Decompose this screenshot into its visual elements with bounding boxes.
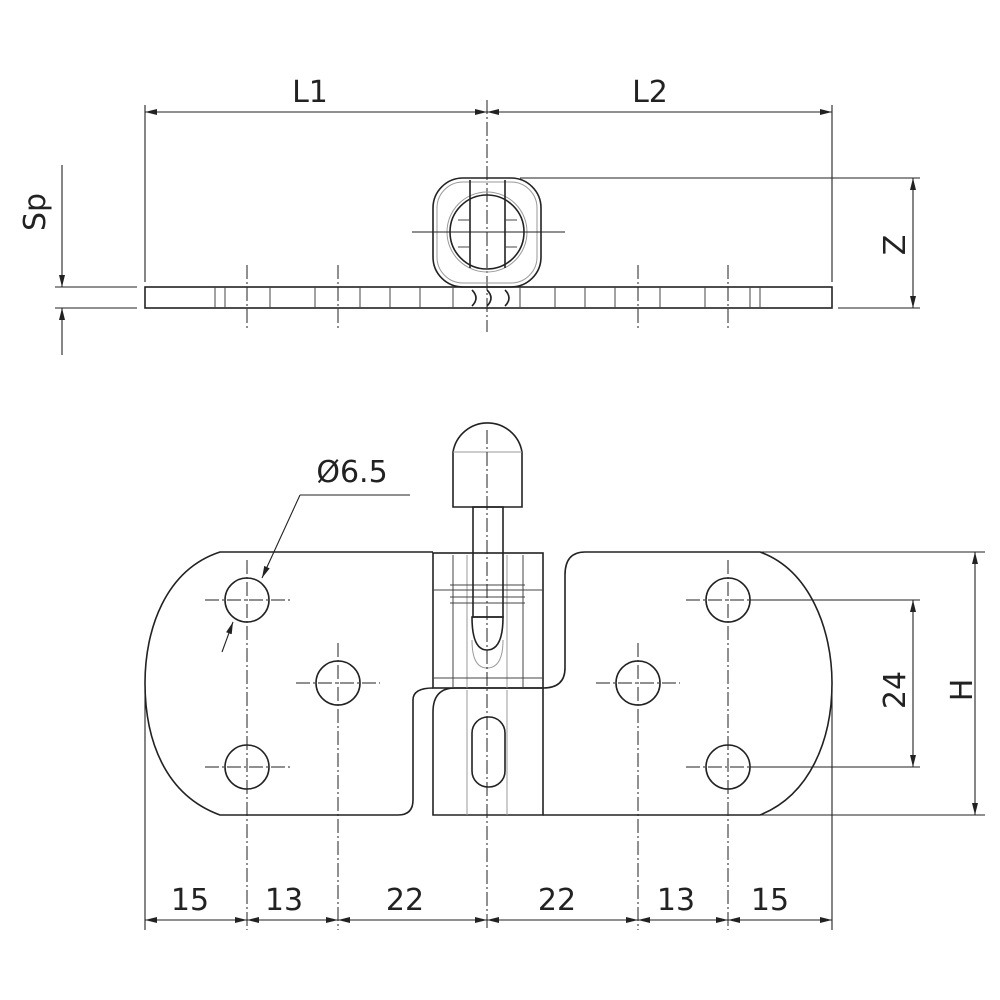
pin-knob bbox=[452, 422, 523, 508]
left-leaf bbox=[144, 551, 434, 816]
label-dim-15-right: 15 bbox=[751, 883, 789, 918]
pin-shaft bbox=[472, 506, 504, 618]
label-L1: L1 bbox=[292, 75, 328, 110]
label-hole-diameter: Ø6.5 bbox=[316, 455, 387, 490]
knuckle-lower bbox=[432, 687, 544, 816]
label-L2: L2 bbox=[632, 75, 668, 110]
label-dim-22-right: 22 bbox=[538, 883, 576, 918]
label-H: H bbox=[945, 679, 980, 702]
right-leaf bbox=[542, 551, 833, 816]
label-Z: Z bbox=[878, 235, 913, 256]
mounting-holes bbox=[205, 560, 770, 930]
label-dim-13-right: 13 bbox=[657, 883, 695, 918]
slot bbox=[471, 716, 506, 788]
front-view: Ø6.5 24 H 15 13 22 22 13 15 bbox=[144, 422, 985, 930]
label-dim-15-left: 15 bbox=[171, 883, 209, 918]
label-dim-22-left: 22 bbox=[386, 883, 424, 918]
label-dim-13-left: 13 bbox=[265, 883, 303, 918]
top-view: L1 L2 Z bbox=[18, 75, 920, 355]
label-Sp: Sp bbox=[18, 193, 53, 231]
label-hole-spacing: 24 bbox=[878, 671, 913, 709]
